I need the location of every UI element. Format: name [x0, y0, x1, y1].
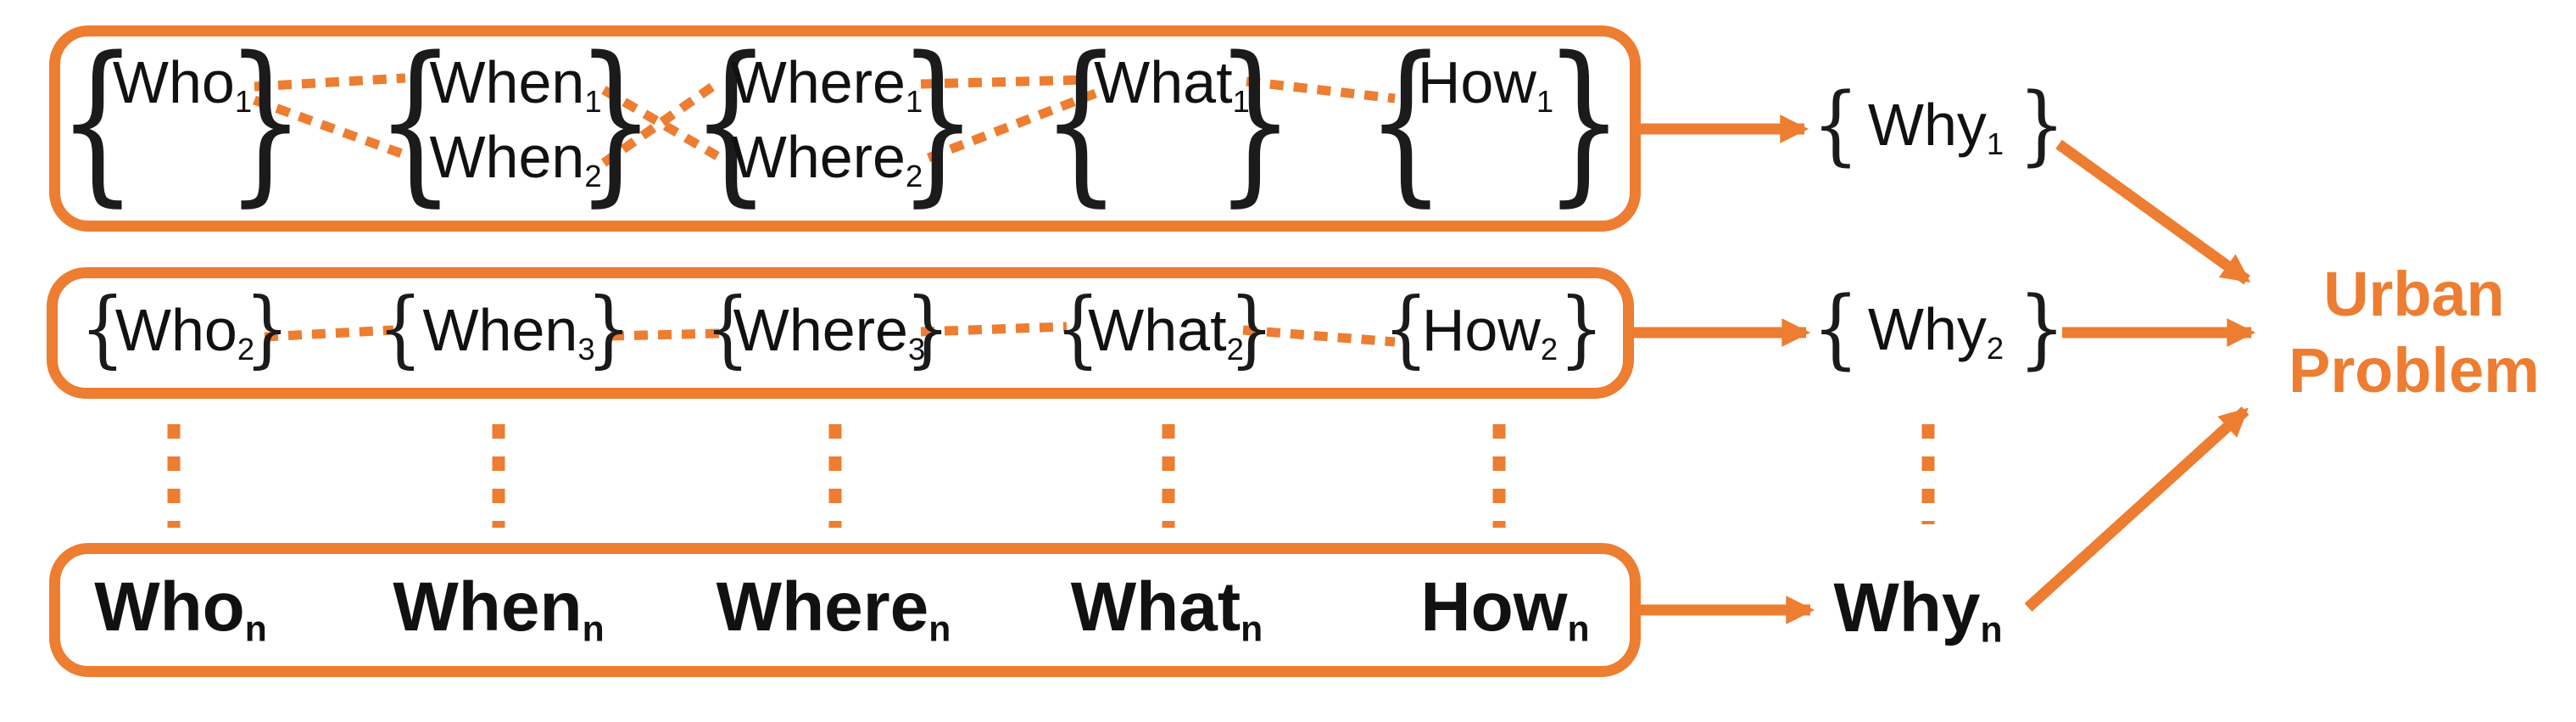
label-when-n: Whenn — [393, 568, 605, 650]
label-when2: When2 — [429, 123, 602, 193]
brace-open-icon: { — [1366, 20, 1446, 223]
brace-close-icon: } — [1215, 20, 1295, 223]
urban-problem-line2: Problem — [2288, 335, 2540, 406]
brace-close-icon: } — [2018, 277, 2066, 379]
brace-open-icon: { — [1812, 277, 1860, 379]
rown-group-box — [49, 543, 1641, 677]
label-where1: Where1 — [730, 48, 923, 119]
row2-group-box — [47, 267, 1634, 399]
label-what1: What1 — [1094, 48, 1250, 119]
label-who2: Who2 — [114, 296, 255, 367]
label-how-n: Hown — [1420, 568, 1590, 650]
brace-close-icon: } — [2018, 74, 2066, 176]
row1-group-box — [49, 25, 1641, 232]
urban-problem-label: Urban Problem — [2289, 256, 2540, 409]
label-who-n: Whon — [94, 568, 267, 650]
brace-open-icon: { — [58, 20, 137, 223]
brace-open-icon: { — [80, 281, 125, 378]
label-how1: How1 — [1417, 48, 1554, 119]
label-why1: Why1 — [1867, 91, 2004, 161]
brace-close-icon: } — [1544, 20, 1624, 223]
brace-close-icon: } — [1558, 281, 1604, 378]
label-when3: When3 — [422, 296, 595, 367]
label-what2: What2 — [1088, 296, 1244, 367]
brace-open-icon: { — [1812, 74, 1860, 176]
brace-open-icon: { — [377, 281, 423, 378]
label-why2: Why2 — [1867, 295, 2004, 366]
label-where-n: Wheren — [716, 568, 951, 650]
label-where2: Where2 — [730, 123, 923, 193]
label-how2: How2 — [1421, 296, 1558, 367]
label-who1: Who1 — [112, 48, 253, 119]
label-where3: Where3 — [733, 296, 926, 367]
urban-problem-line1: Urban — [2323, 259, 2505, 329]
label-why-n: Whyn — [1833, 568, 2003, 651]
label-what-n: Whatn — [1070, 568, 1263, 650]
label-when1: When1 — [429, 48, 602, 119]
